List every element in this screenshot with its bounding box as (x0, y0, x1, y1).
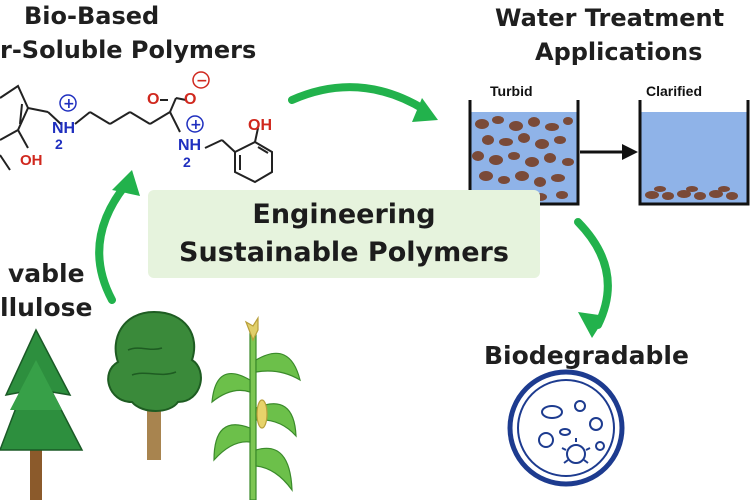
corn-plant-icon (211, 315, 301, 500)
carbonyl-o-label: O (147, 91, 159, 108)
header-right-line2: Applications (535, 38, 703, 66)
nh2-right-label: NH (178, 137, 201, 154)
arrowhead-down-icon (578, 312, 606, 338)
header-left-line1: Bio-Based (24, 2, 160, 30)
minus-charge: − (196, 73, 208, 89)
flow-arrows (95, 83, 612, 329)
center-title: Engineering Sustainable Polymers (148, 196, 540, 272)
clarified-label: Clarified (646, 83, 702, 99)
left-source-line2: llulose (0, 293, 93, 322)
turbid-label: Turbid (490, 83, 533, 99)
settled-particles (645, 186, 738, 200)
pine-tree-icon (0, 328, 84, 500)
oh-left-label: OH (20, 152, 43, 169)
petri-dish-icon (507, 369, 625, 487)
header-right-line1: Water Treatment (495, 4, 725, 32)
header-left-line2: r-Soluble Polymers (0, 36, 257, 64)
nh2-left-label: NH (52, 120, 75, 137)
plus-charge-left: + (63, 96, 75, 112)
center-title-line2: Sustainable Polymers (179, 237, 509, 268)
arrowhead-up-icon (112, 170, 140, 196)
left-source-line1: vable (8, 259, 85, 288)
arrow-right-icon (622, 144, 638, 160)
clarified-tank (638, 100, 750, 206)
center-highlight-box (148, 190, 540, 278)
arrow-to-water-treatment (288, 83, 429, 114)
nh2-left-sub: 2 (55, 136, 63, 152)
biodegradable-label: Biodegradable (484, 341, 689, 370)
plus-charge-icon (59, 94, 77, 112)
bacterium-spikes (561, 438, 591, 464)
nh2-right-sub: 2 (183, 154, 191, 170)
arrow-to-biodegradable (574, 218, 612, 329)
arrow-to-polymer (95, 178, 132, 304)
polymer-molecule (0, 84, 273, 184)
plus-charge-icon-2 (186, 115, 204, 133)
deciduous-tree-icon (107, 310, 202, 460)
carboxylate-o-label: O (184, 91, 196, 108)
plus-charge-right: + (190, 117, 202, 133)
arrowhead-right-icon (412, 98, 438, 122)
center-title-line1: Engineering (252, 199, 436, 230)
oh-right-label: OH (248, 117, 272, 134)
arrow-heads (112, 98, 606, 338)
minus-charge-icon (192, 71, 210, 89)
turbid-tank (468, 100, 580, 206)
